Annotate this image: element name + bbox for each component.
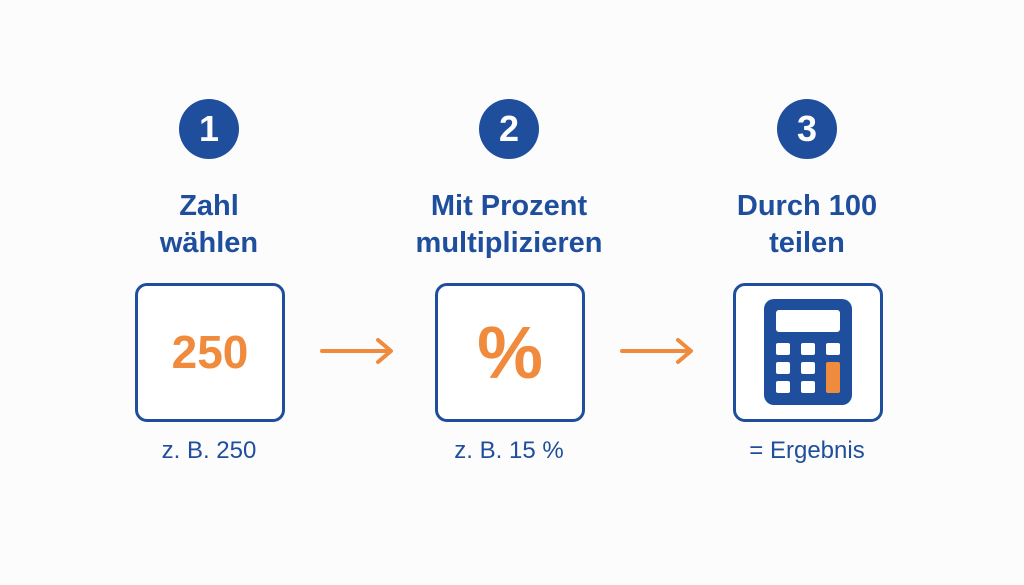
step-caption-2: z. B. 15 % [454, 437, 564, 464]
calculator-icon [764, 299, 852, 405]
step-title-3-line-1: Durch 100 [736, 190, 878, 222]
step-number-badge-2: 2 [479, 99, 539, 159]
step-1: 1 Zahl wählen 250 z. B. 250 [79, 0, 339, 585]
step-title-2: Mit Prozent multiplizieren [379, 188, 639, 262]
step-title-3-line-2: teilen [769, 227, 845, 259]
step-card-1: 250 [135, 283, 285, 422]
arrow-right-icon [320, 338, 393, 364]
percent-icon: % [477, 311, 543, 394]
step-caption-1: z. B. 250 [161, 437, 257, 464]
step-title-1-line-1: Zahl [179, 190, 239, 222]
step-title-1: Zahl wählen [79, 188, 339, 262]
step-title-2-line-1: Mit Prozent [430, 190, 588, 222]
step-number-badge-3: 3 [777, 99, 837, 159]
step-2: 2 Mit Prozent multiplizieren % z. B. 15 … [379, 0, 639, 585]
number-value: 250 [171, 326, 249, 378]
step-3: 3 Durch 100 teilen = Ergebnis [677, 0, 937, 585]
step-caption-3: = Ergebnis [749, 437, 865, 464]
step-number-badge-1: 1 [179, 99, 239, 159]
arrow-right-icon [620, 338, 693, 364]
step-title-1-line-2: wählen [159, 227, 259, 259]
step-card-2: % [435, 283, 585, 422]
step-title-2-line-2: multiplizieren [415, 227, 603, 259]
step-title-3: Durch 100 teilen [677, 188, 937, 262]
step-card-3 [733, 283, 883, 422]
